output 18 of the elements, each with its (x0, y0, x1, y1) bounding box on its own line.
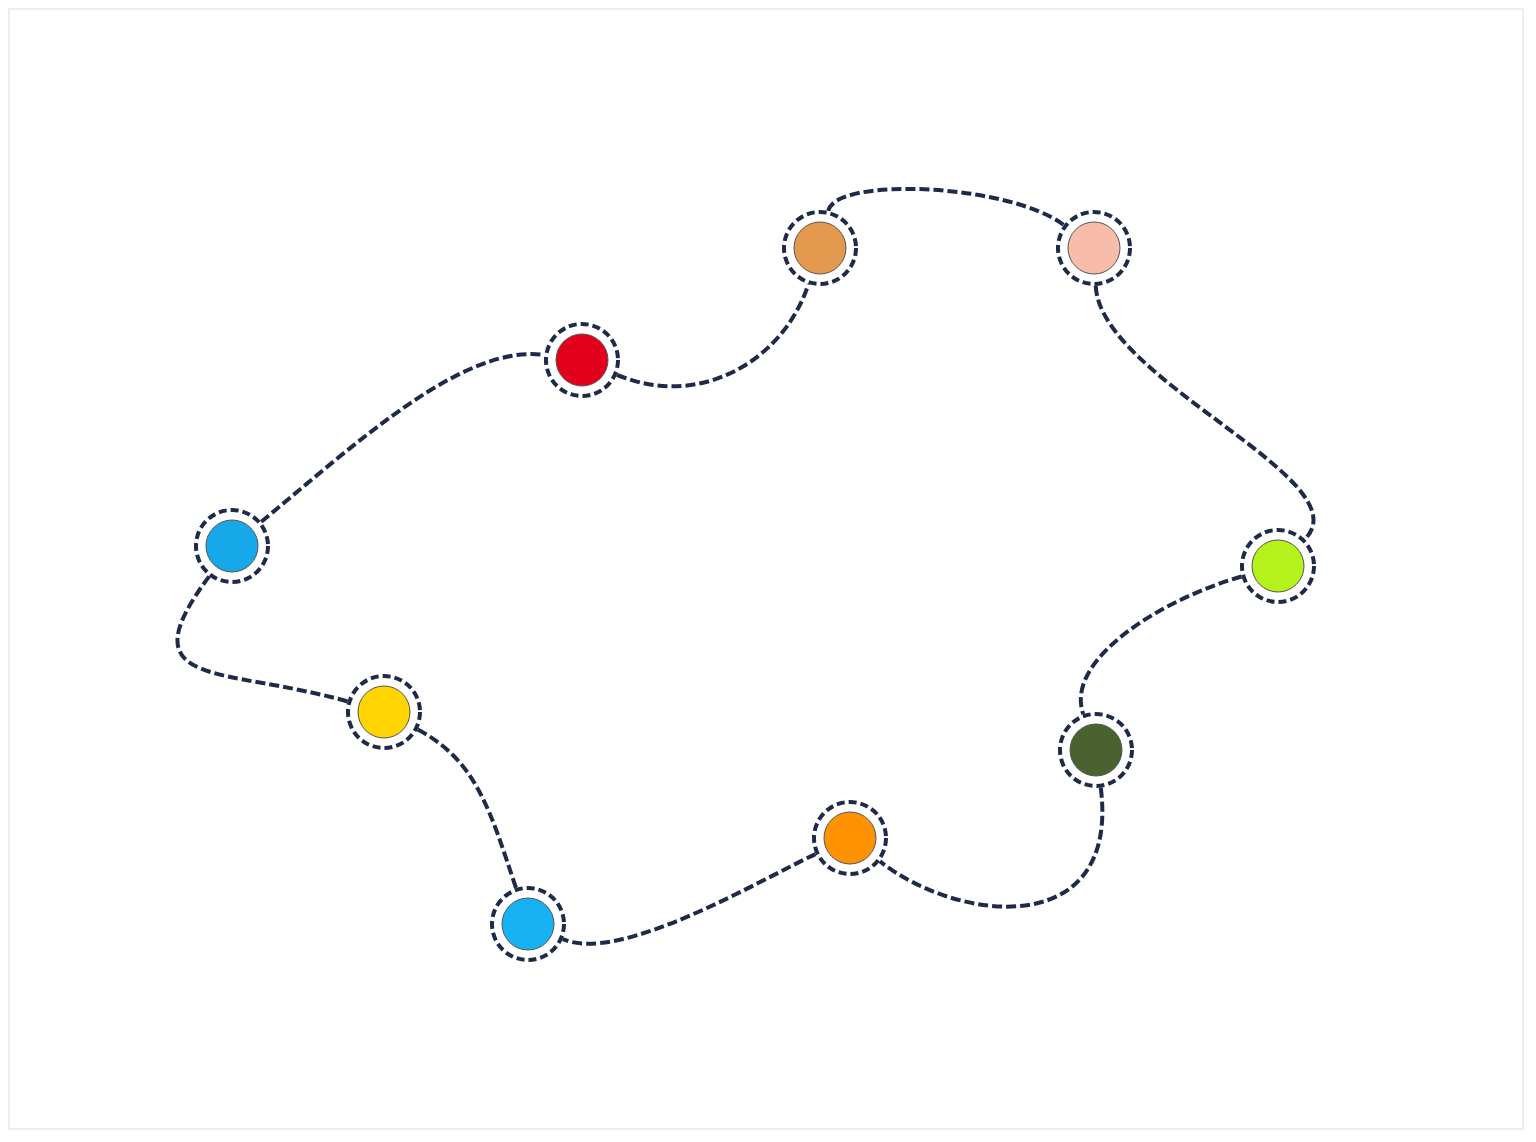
dashed-connector (175, 575, 348, 704)
dashed-connector (1093, 285, 1316, 541)
colored-circle-node (344, 672, 424, 752)
colored-circle-node (192, 506, 272, 586)
dashed-connector (826, 186, 1065, 227)
dashed-connector (260, 352, 545, 524)
colored-circle-node (488, 884, 568, 964)
dashed-connector (1078, 574, 1243, 715)
dashed-connector (878, 787, 1104, 909)
colored-circle-node (1238, 526, 1318, 606)
colored-circle-node (810, 798, 890, 878)
colored-circle-node (542, 320, 622, 400)
colored-circle-node (1056, 710, 1136, 790)
dashed-connector (616, 283, 811, 389)
colored-circle-node (1054, 208, 1134, 288)
dashed-connector (562, 852, 817, 946)
colored-circle-node (780, 208, 860, 288)
dashed-connector (416, 727, 518, 889)
